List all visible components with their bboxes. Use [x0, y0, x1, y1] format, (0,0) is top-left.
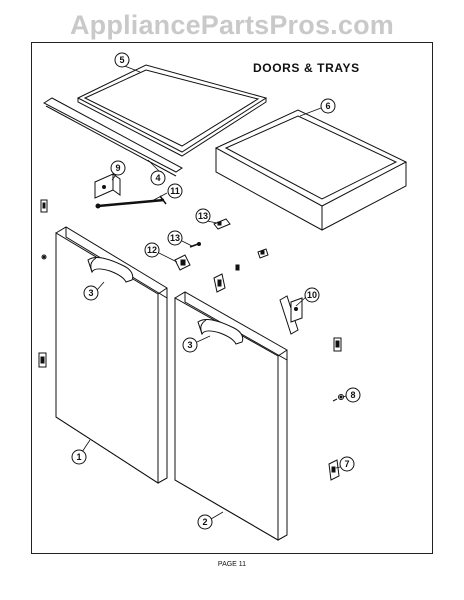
- svg-text:5: 5: [119, 55, 124, 65]
- callout-1: 1: [71, 449, 87, 465]
- callout-10: 10: [304, 287, 320, 303]
- callout-2: 2: [197, 514, 213, 530]
- svg-text:13: 13: [170, 233, 180, 243]
- part-9-bracket: [94, 173, 121, 199]
- leader-lines: [81, 64, 347, 520]
- svg-text:6: 6: [325, 101, 330, 111]
- part-8-screw: [332, 394, 344, 402]
- right-clip: [333, 337, 342, 352]
- diagram-title: DOORS & TRAYS: [253, 61, 360, 75]
- center-hinge-plate: [213, 273, 226, 293]
- callout-13-upper: 13: [195, 208, 211, 224]
- right-door-handle: [197, 319, 244, 345]
- left-clip-bottom: [38, 352, 47, 368]
- callout-3-left: 3: [83, 285, 99, 301]
- part-4-trim-strip: [42, 97, 183, 177]
- svg-text:9: 9: [115, 163, 120, 173]
- svg-text:8: 8: [350, 390, 355, 400]
- part-12-hinge-block: [174, 254, 191, 271]
- part-13-hinge-upper: [213, 218, 231, 230]
- svg-text:1: 1: [76, 452, 81, 462]
- left-screw: [41, 254, 47, 260]
- part-6-tray: [214, 109, 408, 231]
- diagram-frame: [31, 42, 433, 554]
- svg-text:10: 10: [307, 290, 317, 300]
- svg-text:3: 3: [88, 288, 93, 298]
- callout-13-lower: 13: [167, 230, 183, 246]
- svg-text:3: 3: [187, 340, 192, 350]
- callout-7: 7: [339, 456, 355, 472]
- callout-8: 8: [345, 387, 361, 403]
- callout-11: 11: [167, 183, 183, 199]
- callout-9: 9: [110, 160, 126, 176]
- center-hinge-small: [257, 248, 269, 259]
- callout-6: 6: [320, 98, 336, 114]
- left-door-handle: [87, 257, 134, 283]
- left-clip-top: [40, 199, 48, 213]
- part-2-right-door: [174, 291, 288, 541]
- svg-text:2: 2: [202, 517, 207, 527]
- svg-text:11: 11: [170, 186, 180, 196]
- part-13-screw-lower: [189, 242, 201, 248]
- part-5-glass-panel: [76, 64, 268, 157]
- svg-text:7: 7: [344, 459, 349, 469]
- part-7-latch: [328, 459, 340, 481]
- callout-4: 4: [150, 170, 166, 186]
- center-hinge-pin: [235, 264, 240, 271]
- callout-12: 12: [144, 242, 160, 258]
- part-10-bracket: [279, 295, 303, 335]
- svg-text:12: 12: [147, 245, 157, 255]
- svg-text:13: 13: [198, 211, 208, 221]
- callout-5: 5: [114, 52, 130, 68]
- page-number: PAGE 11: [217, 561, 247, 568]
- svg-text:4: 4: [155, 173, 160, 183]
- callout-3-right: 3: [182, 337, 198, 353]
- part-11-rod: [95, 195, 167, 209]
- part-1-left-door: [55, 226, 168, 484]
